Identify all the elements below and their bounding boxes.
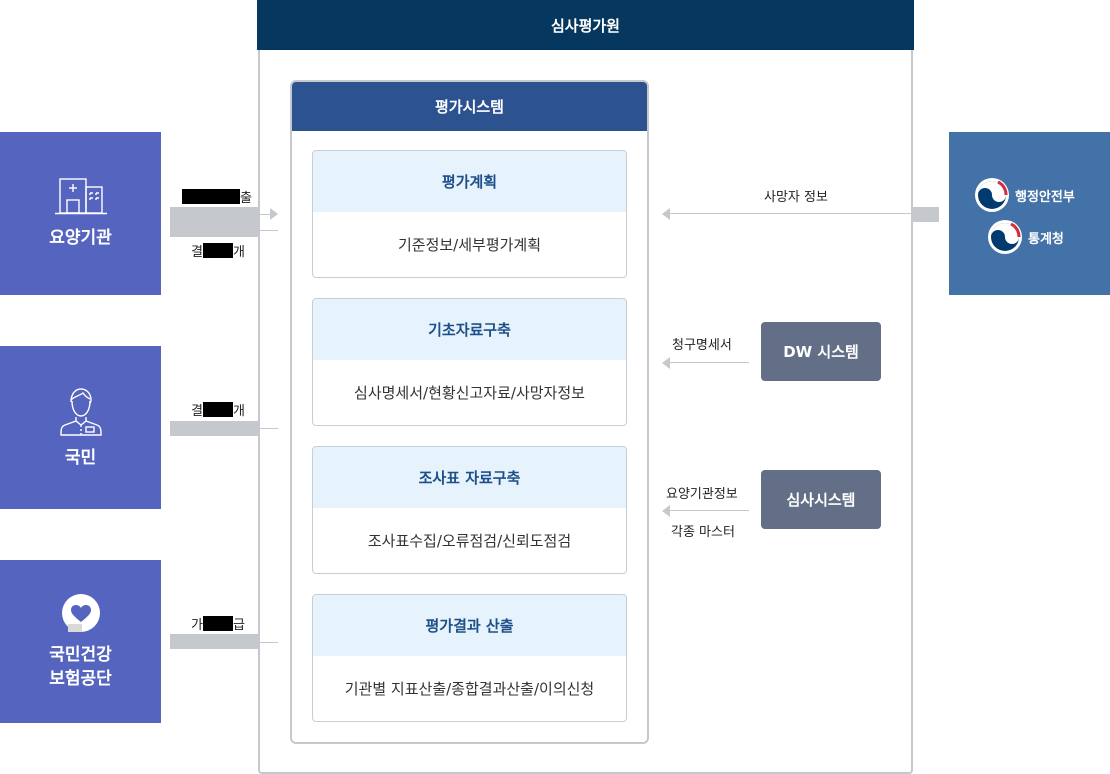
connector-line: [670, 213, 912, 214]
arrow-left-icon: [662, 505, 670, 517]
entity-citizen: 국민: [0, 346, 161, 509]
entity-label: 국민: [64, 447, 97, 468]
flow-label-institution-info: 요양기관정보: [666, 487, 738, 502]
taegeuk-emblem-icon: [975, 178, 1009, 212]
connector-line: [670, 510, 749, 511]
arrow-right-icon: [270, 208, 278, 220]
gov-org-label: 행정안전부: [1015, 189, 1075, 205]
connector-line: [260, 230, 278, 231]
stage-base-data: 기초자료구축 심사명세서/현황신고자료/사망자정보: [312, 298, 627, 426]
connector-bar: [170, 634, 260, 649]
stage-title: 조사표 자료구축: [313, 447, 626, 508]
stage-title: 기초자료구축: [313, 299, 626, 360]
eval-system-panel: 평가시스템: [290, 80, 649, 744]
gov-org-mois: 행정안전부: [974, 177, 1075, 213]
gov-org-kostat: 통계청: [987, 219, 1064, 255]
connector-line: [670, 362, 749, 363]
entity-label: 요양기관: [49, 227, 112, 248]
stage-survey-data: 조사표 자료구축 조사표수집/오류점검/신뢰도점검: [312, 446, 627, 574]
eval-system-title: 평가시스템: [434, 98, 504, 116]
redaction-block: [202, 616, 233, 631]
redaction-block: [182, 189, 240, 204]
redaction-block: [202, 402, 233, 417]
connector-bar: [912, 207, 939, 222]
connector-line: [260, 428, 278, 429]
connector-line: [260, 642, 278, 643]
hira-frame: [258, 50, 913, 774]
dw-system-title: DW 시스템: [783, 343, 859, 361]
flow-label-death-info: 사망자 정보: [764, 190, 828, 205]
stage-detail: 기준정보/세부평가계획: [397, 236, 542, 254]
stage-result: 평가결과 산출 기관별 지표산출/종합결과산출/이의신청: [312, 594, 627, 722]
connection-label-redacted: 출: [182, 187, 252, 206]
entity-label: 국민건강 보험공단: [49, 644, 112, 689]
hira-title: 심사평가원: [550, 16, 620, 35]
connector-line: [260, 214, 270, 215]
hospital-icon: [54, 177, 107, 214]
connector-bar: [170, 421, 260, 436]
taegeuk-emblem-icon: [988, 220, 1022, 254]
dw-system-box: DW 시스템: [761, 322, 881, 381]
review-system-box: 심사시스템: [761, 470, 881, 529]
stage-title: 평가결과 산출: [313, 595, 626, 656]
entity-care-institution: 요양기관: [0, 132, 161, 295]
redaction-block: [202, 243, 233, 258]
nhis-logo-icon: [61, 593, 100, 632]
hira-header: 심사평가원: [257, 0, 914, 50]
flow-label-claims: 청구명세서: [672, 338, 732, 353]
review-system-title: 심사시스템: [786, 491, 856, 509]
person-icon: [59, 387, 102, 436]
arrow-left-icon: [662, 357, 670, 369]
eval-system-header: 평가시스템: [292, 82, 647, 131]
stage-title: 평가계획: [313, 151, 626, 212]
gov-source-box: 행정안전부 통계청: [949, 132, 1110, 295]
stage-detail: 심사명세서/현황신고자료/사망자정보: [354, 384, 585, 402]
flow-label-masters: 각종 마스터: [671, 525, 735, 540]
arrow-left-icon: [662, 208, 670, 220]
stage-detail: 조사표수집/오류점검/신뢰도점검: [367, 532, 572, 550]
stage-detail: 기관별 지표산출/종합결과산출/이의신청: [344, 680, 595, 698]
entity-nhis: 국민건강 보험공단: [0, 560, 161, 723]
gov-org-label: 통계청: [1028, 231, 1064, 247]
connector-bar: [170, 207, 260, 237]
stage-plan: 평가계획 기준정보/세부평가계획: [312, 150, 627, 278]
